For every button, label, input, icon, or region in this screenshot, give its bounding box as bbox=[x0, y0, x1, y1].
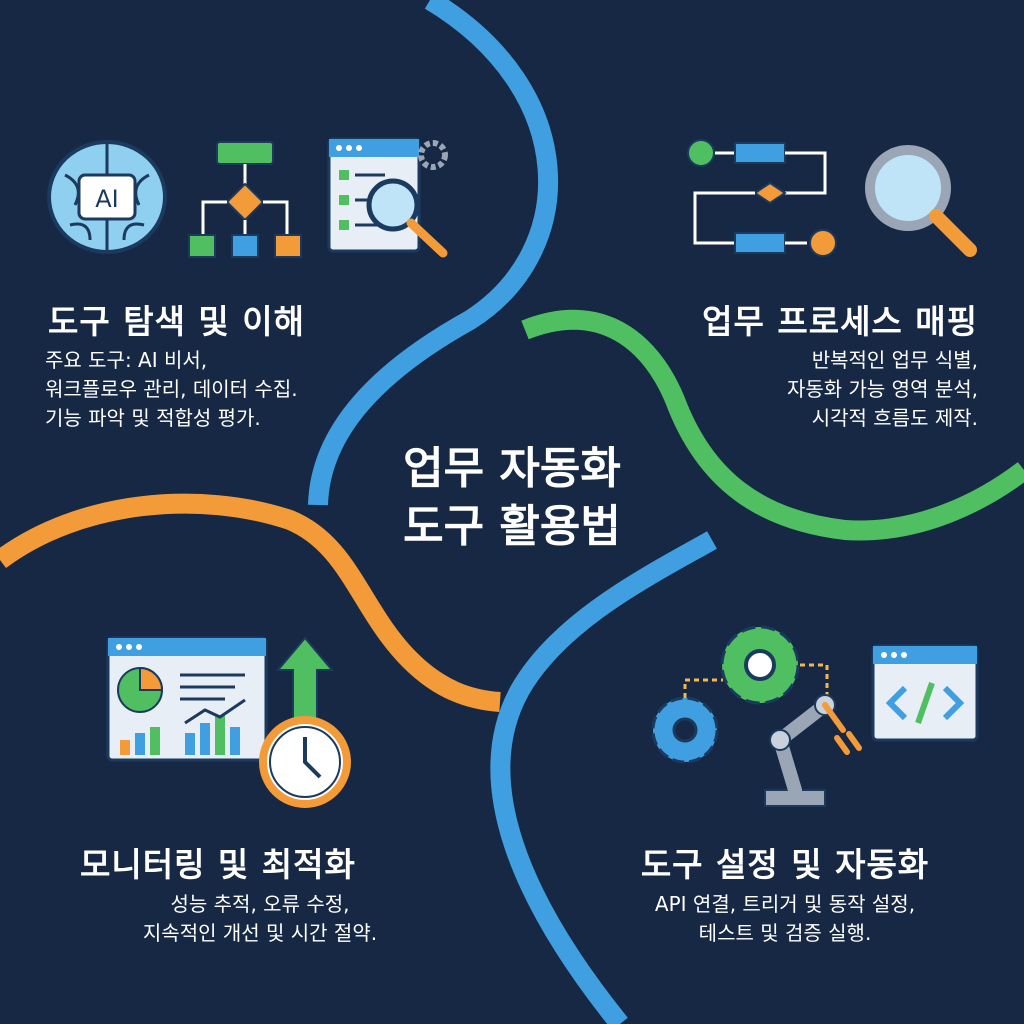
section-3-title: 모니터링 및 최적화 bbox=[80, 845, 356, 884]
section-4-desc-line: 테스트 및 검증 실행. bbox=[698, 921, 872, 945]
center-title-line: 도구 활용법 bbox=[403, 501, 621, 552]
upward-arrow-icon bbox=[275, 636, 335, 724]
green-arc bbox=[521, 309, 1024, 541]
ai-brain-icon: AI bbox=[47, 140, 167, 254]
center-title: 업무 자동화 도구 활용법 bbox=[322, 440, 702, 556]
center-title-line: 업무 자동화 bbox=[403, 443, 621, 494]
process-flow-icon bbox=[687, 139, 837, 257]
section-2-title: 업무 프로세스 매핑 bbox=[702, 302, 978, 341]
document-search-icon bbox=[327, 137, 448, 258]
section-4-description: API 연결, 트리거 및 동작 설정, 테스트 및 검증 실행. bbox=[560, 890, 1010, 948]
orange-arc bbox=[0, 493, 501, 712]
section-3-desc-line: 성능 추적, 오류 수정, bbox=[170, 892, 350, 916]
ai-chip-label: AI bbox=[95, 185, 119, 213]
blue-bottom-arc bbox=[490, 531, 717, 1024]
section-2-desc-line: 자동화 가능 영역 분석, bbox=[786, 377, 978, 401]
code-window-icon bbox=[871, 644, 979, 742]
section-3-desc-line: 지속적인 개선 및 시간 절약. bbox=[142, 921, 378, 945]
magnifier-icon bbox=[865, 145, 977, 257]
section-1-desc-line: 기능 파악 및 적합성 평가. bbox=[45, 406, 261, 430]
section-1-description: 주요 도구: AI 비서, 워크플로우 관리, 데이터 수집. 기능 파악 및 … bbox=[45, 346, 298, 433]
blue-top-arc bbox=[308, 0, 559, 506]
section-1-title: 도구 탐색 및 이해 bbox=[48, 302, 305, 341]
gears-icon bbox=[651, 625, 829, 764]
robot-arm-icon bbox=[764, 694, 862, 807]
clock-icon bbox=[259, 716, 351, 808]
section-4-desc-line: API 연결, 트리거 및 동작 설정, bbox=[654, 892, 916, 916]
analytics-dashboard-icon bbox=[106, 636, 268, 762]
section-1-desc-line: 주요 도구: AI 비서, bbox=[45, 348, 208, 372]
section-4-title: 도구 설정 및 자동화 bbox=[640, 845, 930, 884]
section-2-desc-line: 반복적인 업무 식별, bbox=[811, 348, 978, 372]
section-2-desc-line: 시각적 흐름도 제작. bbox=[811, 406, 978, 430]
section-2-description: 반복적인 업무 식별, 자동화 가능 영역 분석, 시각적 흐름도 제작. bbox=[787, 346, 978, 433]
section-3-description: 성능 추적, 오류 수정, 지속적인 개선 및 시간 절약. bbox=[40, 890, 480, 948]
decision-flowchart-icon bbox=[188, 141, 302, 258]
section-1-desc-line: 워크플로우 관리, 데이터 수집. bbox=[45, 377, 298, 401]
